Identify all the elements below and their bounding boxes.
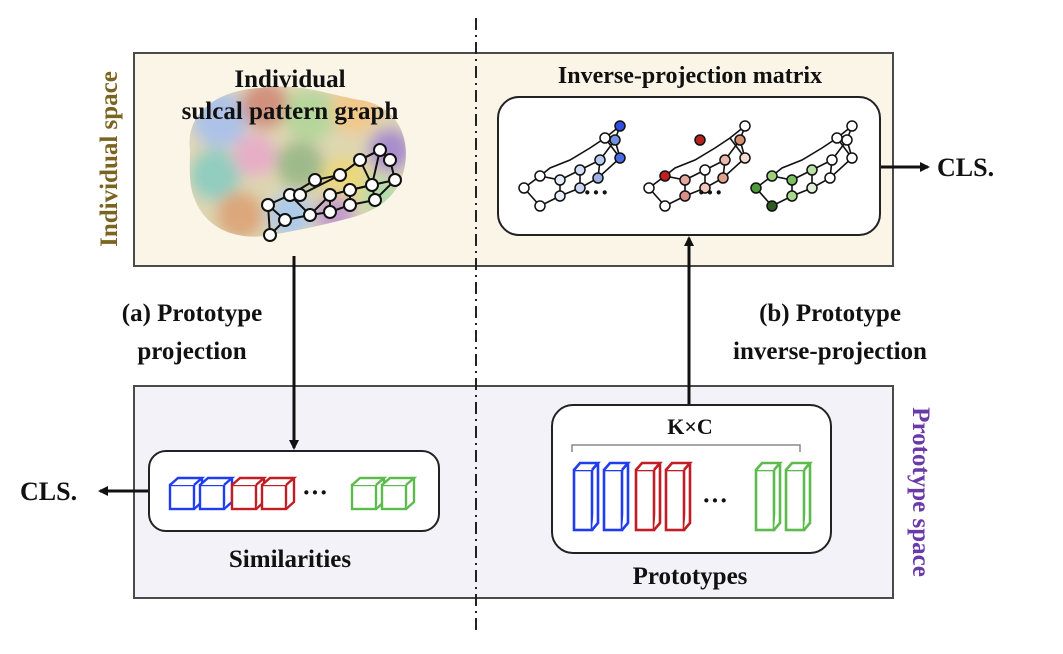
sulcal-graph-nodes [261,143,402,242]
prototypes-label: Prototypes [632,563,748,590]
cls-left-label: CLS. [20,477,78,506]
step-b-line2: inverse-projection [733,338,927,365]
mini-graph-red [643,120,751,212]
kxc-bracket [571,444,801,452]
graph-title-line1: Individual [234,66,346,93]
step-a-line2: projection [137,338,247,365]
prototype-space-label: Prototype space [907,407,934,577]
prototype-cube-icon [168,476,418,511]
ellipsis-similarities: ··· [302,478,329,507]
matrix-title: Inverse-projection matrix [557,63,823,89]
cls-right-label: CLS. [937,153,995,182]
step-a-line1: (a) Prototype [121,300,263,327]
inverse-projection-matrix-box [497,96,881,236]
graph-title-line2: sulcal pattern graph [181,98,399,125]
individual-space-label: Individual space [96,71,123,247]
ellipsis-matrix-1: ··· [583,178,610,207]
ellipsis-prototypes: ··· [702,486,729,515]
mini-graph-blue [518,120,626,212]
mini-graph-green [750,120,858,212]
similarities-label: Similarities [228,546,352,573]
step-b-line1: (b) Prototype [759,300,901,327]
kxc-label: K×C [667,414,713,439]
ellipsis-matrix-2: ··· [697,178,724,207]
prototype-prism-icon [572,461,813,532]
